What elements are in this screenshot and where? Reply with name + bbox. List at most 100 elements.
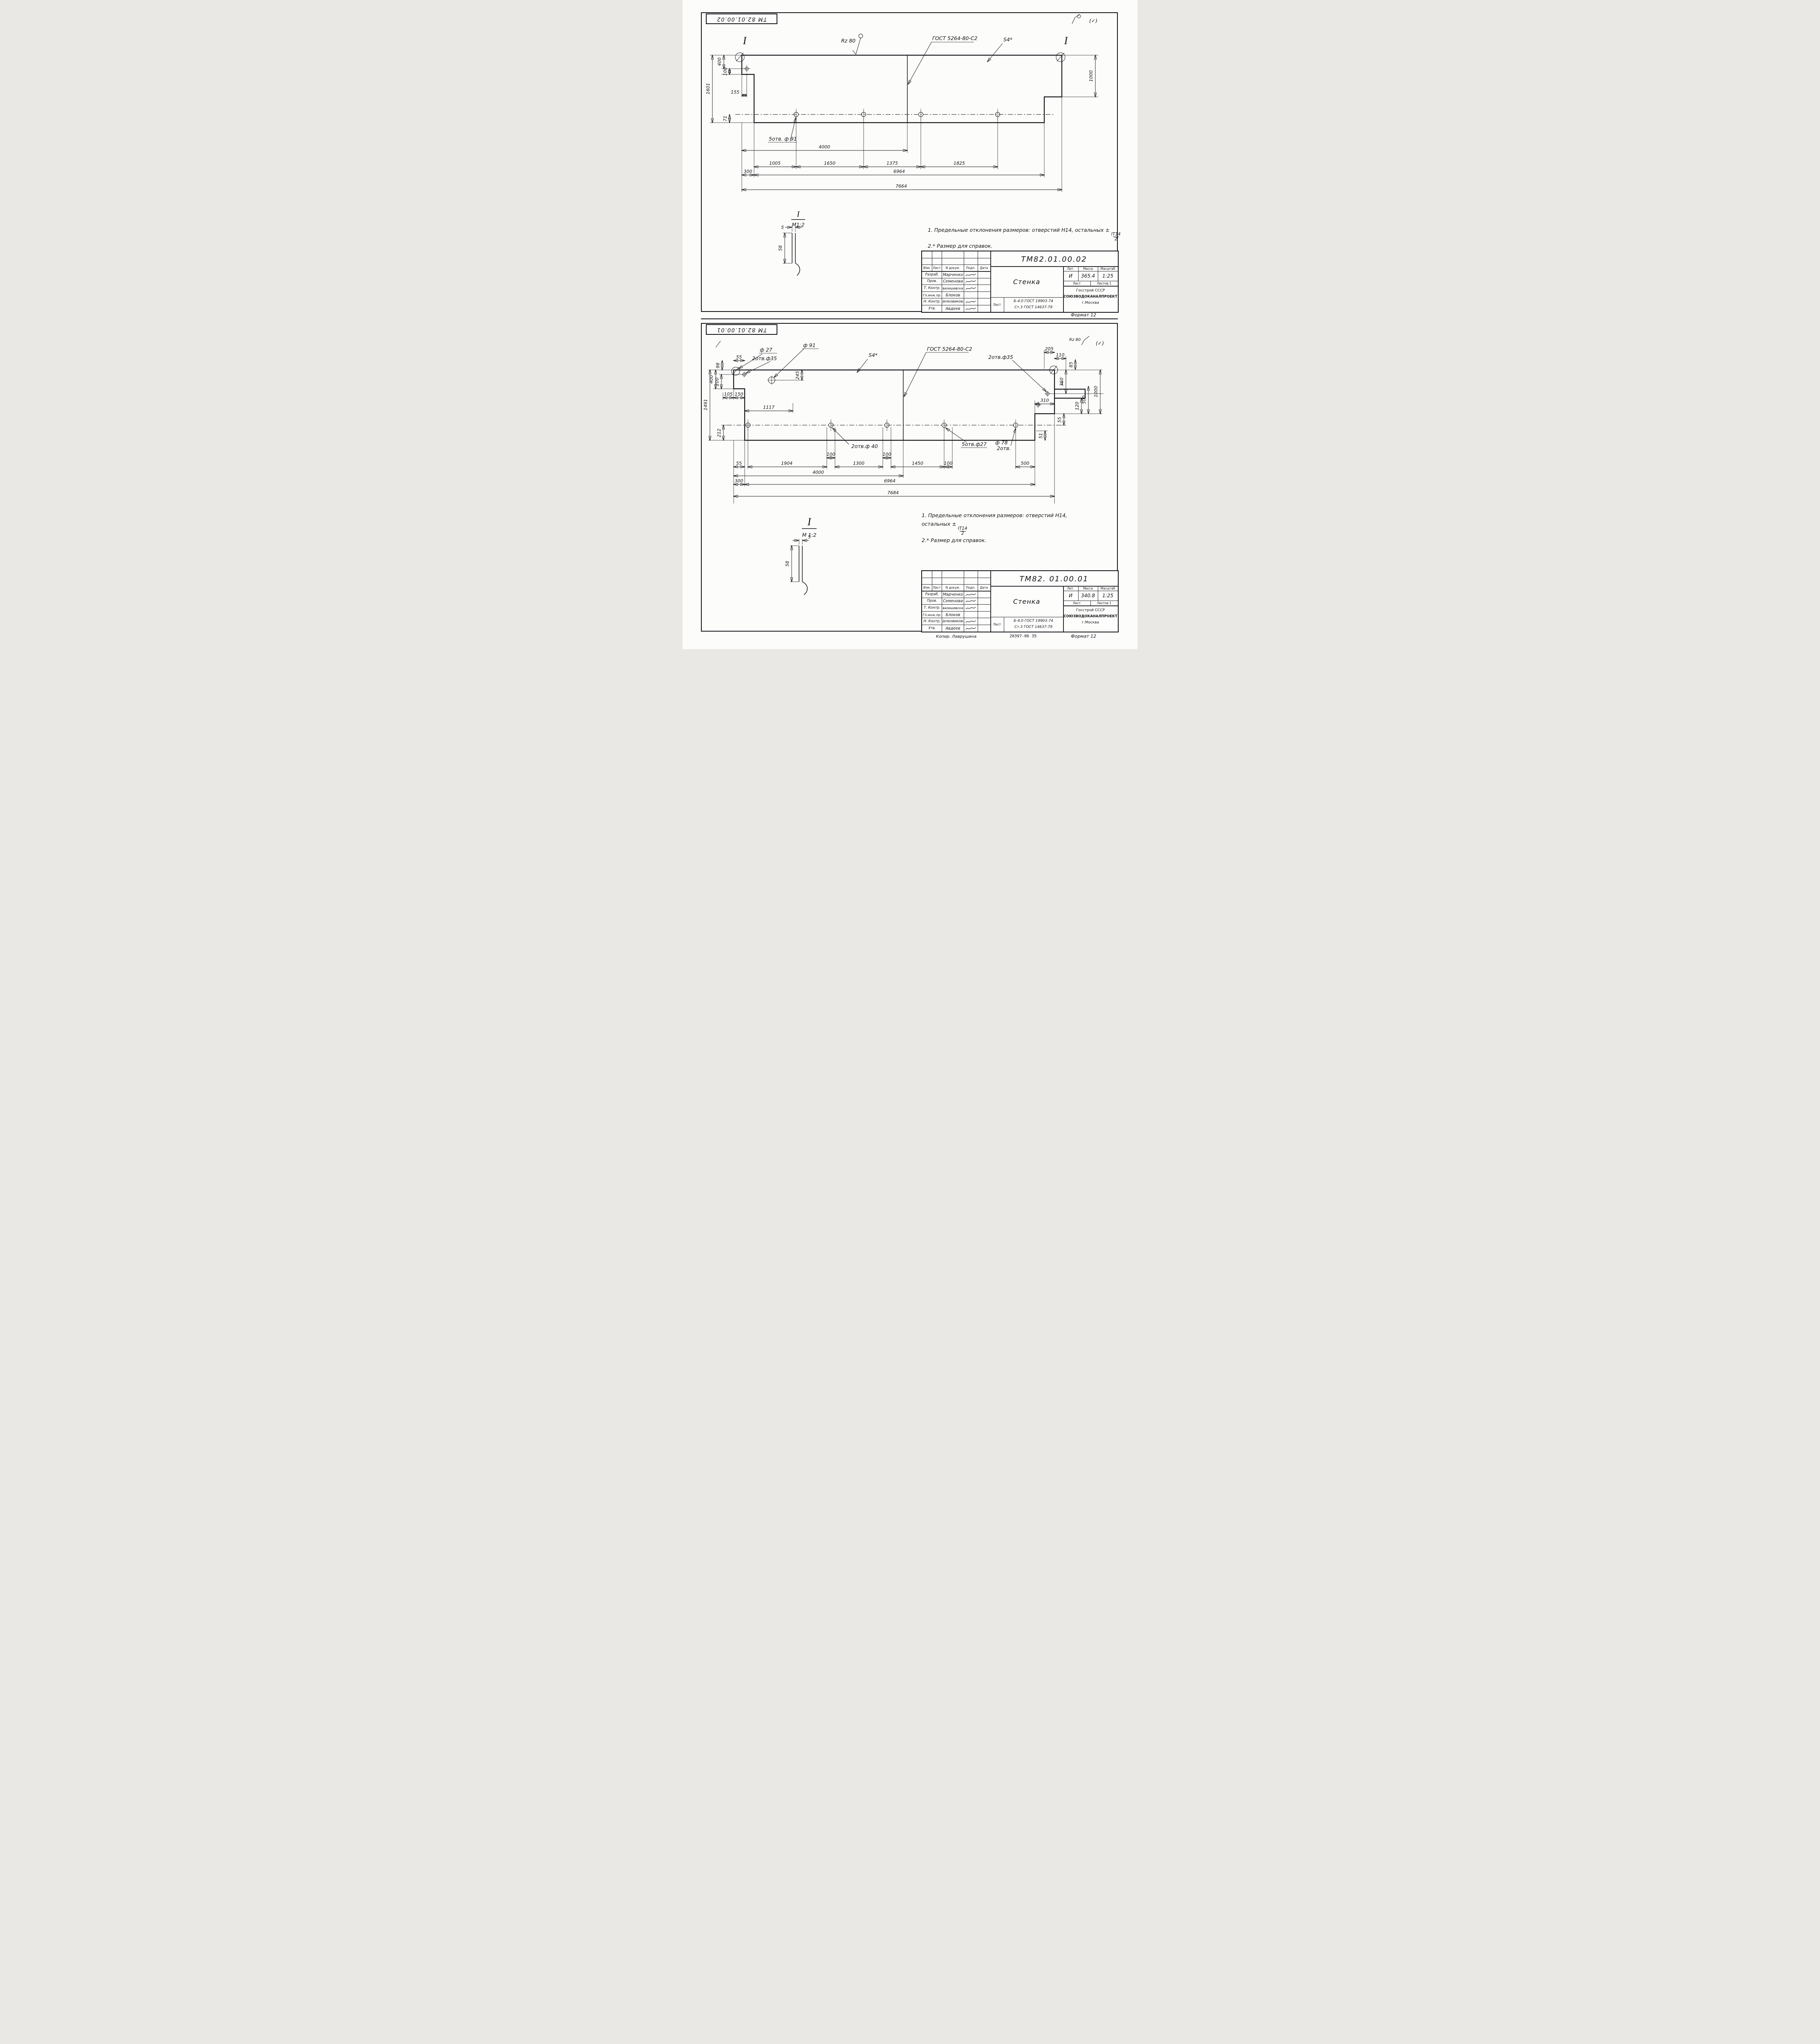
hole-78-count-label: 2отв. xyxy=(997,445,1011,451)
dim-1300: 1300 xyxy=(853,461,864,466)
notes-sheet1: 1. Предельные отклонения размеров: отвер… xyxy=(928,226,1121,251)
surface-marks: Rz 80 (✓) xyxy=(1069,336,1104,346)
dim-150: 150 xyxy=(735,392,743,397)
hole-78-label: ф 78 xyxy=(995,439,1008,446)
role-nkontr: Н. Контр. xyxy=(923,619,941,623)
org-line3: г.Москва xyxy=(1081,621,1099,625)
org-line1: Госстрой СССР xyxy=(1076,289,1105,293)
name-utv: Авдеев xyxy=(945,306,960,311)
dim-1000: 1000 xyxy=(1093,386,1099,397)
mass-value: 365.4 xyxy=(1081,273,1095,279)
thickness-label: S4* xyxy=(869,352,878,358)
org-line2: СОЮЗВОДОКАНАЛПРОЕКТ xyxy=(1063,295,1117,299)
name-prov: Семенова xyxy=(943,598,963,603)
role-tkontr: Т. Контр. xyxy=(924,286,940,290)
fraction-top: IT14 xyxy=(1111,232,1121,237)
scale-header: Масштаб xyxy=(1100,587,1115,590)
extension-lines xyxy=(708,350,1104,504)
role-tkontr: Т. Контр. xyxy=(924,606,940,610)
dim-500-bottom: 500 xyxy=(1021,461,1030,466)
fraction-bottom: 2 xyxy=(1113,237,1119,242)
dim-360: 360 xyxy=(1059,378,1064,386)
notes-sheet2: 1. Предельные отклонения размеров: отвер… xyxy=(922,511,1067,545)
weld-label: ГОСТ 5264-80-С2 xyxy=(927,346,972,352)
dim-1650: 1650 xyxy=(824,161,835,166)
org-line1: Госстрой СССР xyxy=(1076,608,1105,612)
sheet-divider xyxy=(701,318,1118,319)
dimensions: 55 98 400 200 1491 105 150 1117 245 212 … xyxy=(703,346,1100,496)
col-podp: Подп. xyxy=(966,266,976,270)
part-outline xyxy=(741,54,1063,123)
dim-400: 400 xyxy=(709,375,714,384)
name-razrab: Марченко xyxy=(942,592,963,597)
col-list: Лист xyxy=(933,585,941,589)
dim-155: 155 xyxy=(731,90,739,95)
detail-view: I М1:2 5 58 xyxy=(778,210,805,276)
mass-header: Масса xyxy=(1083,587,1093,590)
sheet-label: Лист xyxy=(1072,281,1081,285)
dim-4000: 4000 xyxy=(819,144,830,150)
note-line-3: 2.* Размер для справок. xyxy=(922,537,987,543)
detail-ref-label: I xyxy=(1061,380,1064,387)
stamp-box-sheet2: ТМ 82.01.00.01 xyxy=(706,324,777,335)
hole-27-label: ф 27 xyxy=(760,347,772,353)
hole-91-label: ф 91 xyxy=(803,342,816,348)
dim-6964: 6964 xyxy=(893,169,905,174)
role-utv: Утв. xyxy=(928,307,936,311)
scale-value: 1:25 xyxy=(1102,593,1113,598)
fraction-bottom: 2 xyxy=(959,531,966,536)
roughness-label: Rz 80 xyxy=(1069,338,1081,342)
part-name: Стенка xyxy=(1013,597,1041,605)
sheet2-drawing: I Rz 80 (✓) ф 27 ф 91 2отв.ф35 S4* ГОСТ … xyxy=(703,336,1104,595)
rest-surfaces-mark: (✓) xyxy=(1089,18,1097,24)
note-2-text: остальных ± xyxy=(922,521,956,527)
detail-dim-5: 5 xyxy=(808,534,811,540)
name-nkontr: Целковикова xyxy=(942,619,963,623)
dim-300: 300 xyxy=(735,478,743,484)
dim-310: 310 xyxy=(1041,398,1049,403)
annotations: ГОСТ 5264-80-С2 S4* 5отв. ф 91 xyxy=(768,35,1012,143)
part-name: Стенка xyxy=(1013,278,1041,286)
role-razrab: Разраб. xyxy=(925,592,939,596)
dim-400: 400 xyxy=(717,58,722,66)
section-label-right: I xyxy=(1064,35,1068,47)
name-utv: Авдеев xyxy=(945,626,960,631)
name-nkontr: Целковикова xyxy=(942,300,963,304)
role-prov: Пров. xyxy=(927,599,937,603)
lit-header: Лит. xyxy=(1067,267,1075,271)
holes-35-right-label: 2отв.ф35 xyxy=(988,354,1013,360)
dim-212: 212 xyxy=(716,429,722,437)
col-izm: Изм. xyxy=(923,266,931,270)
dim-55-right: 55 xyxy=(1057,417,1062,423)
holes-27x5-label: 5отв.ф27 xyxy=(962,441,987,447)
sheets-label: Листов 1 xyxy=(1097,601,1112,605)
detail-label: I xyxy=(807,516,812,528)
col-izm: Изм. xyxy=(923,585,931,589)
org-line2: СОЮЗВОДОКАНАЛПРОЕКТ xyxy=(1063,614,1117,619)
lit-value: И xyxy=(1069,593,1072,598)
dim-71: 71 xyxy=(723,116,728,121)
col-data: Дата xyxy=(980,266,988,270)
sheet-label: Лист xyxy=(1072,601,1081,605)
scale-value: 1:25 xyxy=(1102,273,1113,279)
role-utv: Утв. xyxy=(928,626,936,630)
signature xyxy=(965,592,977,597)
rest-surfaces-mark: (✓) xyxy=(1096,340,1104,346)
mass-header: Масса xyxy=(1083,267,1093,271)
dim-1491: 1491 xyxy=(703,399,708,410)
dim-100: 100 xyxy=(723,67,728,76)
material-line1: Б-4.0 ГОСТ 19903-74 xyxy=(1014,299,1053,303)
centerline-and-holes xyxy=(735,65,1053,120)
note-line-1: 1. Предельные отклонения размеров: отвер… xyxy=(928,226,1121,242)
stamp-box-sheet1: ТМ 82.01.00.02 xyxy=(706,13,777,24)
dim-1450: 1450 xyxy=(912,461,923,466)
title-block-sheet1: Изм. Лист N докум. Подп. Дата Разраб. Ма… xyxy=(921,251,1119,313)
dim-1601: 1601 xyxy=(705,83,711,94)
col-list: Лист xyxy=(933,266,941,270)
document-number: ТМ82. 01.00.01 xyxy=(1019,574,1089,583)
lit-value: И xyxy=(1069,273,1072,279)
dim-4000: 4000 xyxy=(813,470,824,475)
dim-55-bottom: 55 xyxy=(736,461,742,466)
